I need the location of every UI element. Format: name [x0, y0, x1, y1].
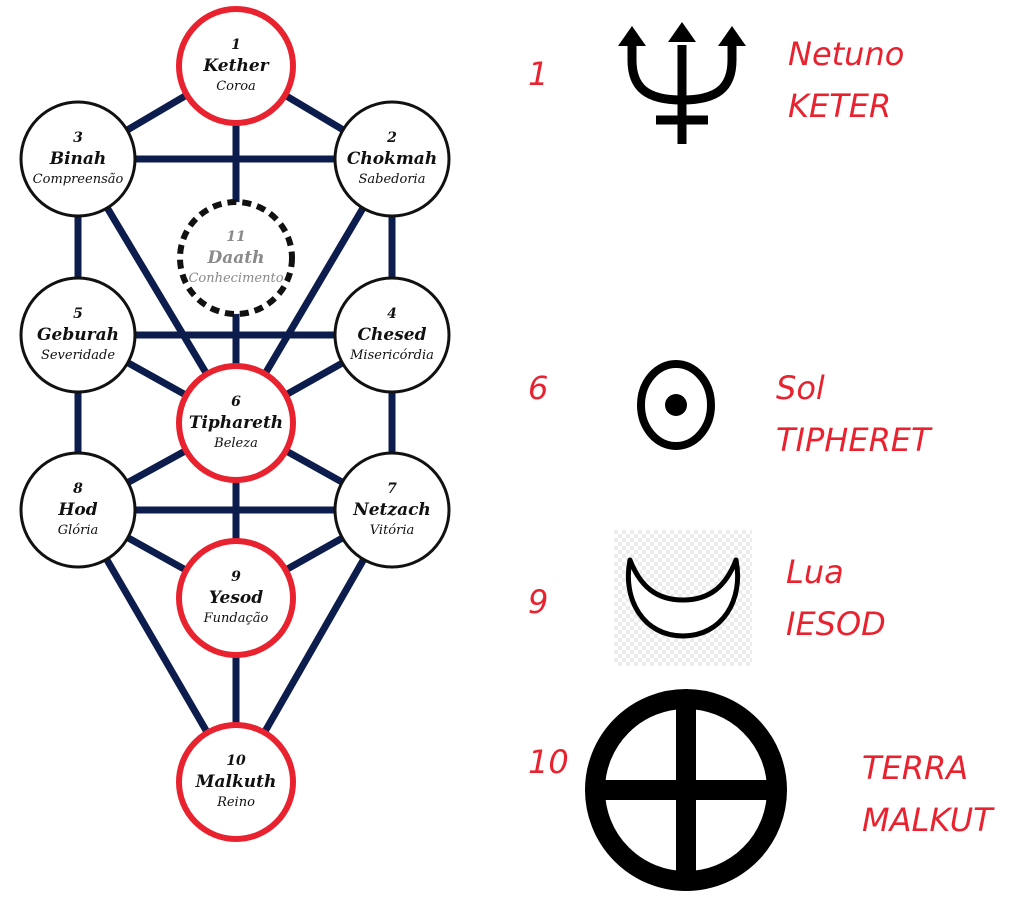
sun-circled-dot-icon [637, 360, 715, 450]
sephira-meaning: Coroa [216, 79, 256, 94]
sephira-circle [333, 100, 451, 218]
sephira-circle [19, 276, 137, 394]
neptune-trident-icon [618, 22, 746, 144]
corr-planet-9: Lua [786, 553, 844, 591]
sephira-name: Malkuth [195, 772, 277, 792]
sephira-meaning: Reino [216, 795, 255, 810]
corr-sephira-6: TIPHERET [776, 421, 931, 459]
sephira-circle [177, 199, 295, 317]
sephira-name: Yesod [209, 588, 263, 608]
corr-planet-6: Sol [776, 369, 825, 407]
corr-sephira-9: IESOD [786, 605, 886, 643]
sephira-number: 10 [226, 753, 246, 769]
sephira-circle [333, 451, 451, 569]
sephira-name: Chesed [358, 325, 427, 345]
sephira-number: 3 [73, 130, 83, 146]
sephira-circle [176, 722, 296, 842]
sephira-number: 8 [73, 481, 83, 497]
sephira-name: Netzach [352, 500, 431, 520]
sephira-number: 4 [387, 306, 397, 322]
sephira-circle [333, 276, 451, 394]
sephira-meaning: Glória [58, 523, 99, 538]
sephira-meaning: Beleza [213, 436, 258, 451]
corr-sephira-10: MALKUT [862, 801, 993, 839]
sephira-name: Daath [207, 248, 265, 268]
corr-number-9: 9 [528, 583, 549, 621]
sephira-name: Geburah [37, 325, 119, 345]
corr-number-6: 6 [528, 369, 549, 407]
sephira-number: 6 [231, 394, 241, 410]
sephira-circle [19, 451, 137, 569]
sephira-meaning: Conhecimento [188, 271, 283, 286]
sephira-number: 9 [231, 569, 241, 585]
earth-cross-circle-icon [585, 689, 787, 891]
corr-planet-1: Netuno [788, 35, 905, 73]
corr-planet-10: TERRA [862, 749, 969, 787]
sephira-circle [176, 6, 296, 126]
corr-sephira-1: KETER [788, 87, 892, 125]
sephira-number: 2 [386, 130, 397, 146]
sephira-meaning: Vitória [370, 523, 415, 538]
sephira-meaning: Sabedoria [359, 172, 426, 187]
sephira-circle [19, 100, 137, 218]
sephira-meaning: Severidade [41, 348, 115, 363]
sephira-name: Kether [202, 56, 269, 76]
sephira-meaning: Misericórdia [349, 348, 434, 363]
sephira-name: Hod [57, 500, 97, 520]
sephira-number: 1 [231, 37, 241, 53]
sephira-name: Binah [49, 149, 107, 169]
sephira-name: Tiphareth [189, 413, 283, 433]
sephira-number: 11 [226, 229, 245, 245]
sephira-number: 5 [73, 306, 83, 322]
sephira-meaning: Fundação [203, 611, 269, 626]
corr-number-1: 1 [528, 55, 549, 93]
sephira-number: 7 [387, 481, 397, 497]
sephira-name: Chokmah [347, 149, 437, 169]
sephira-meaning: Compreensão [33, 172, 124, 187]
sephira-circle [176, 538, 296, 658]
sephira-circle [176, 363, 296, 483]
crescent-moon-icon [614, 530, 752, 666]
corr-number-10: 10 [528, 743, 569, 781]
